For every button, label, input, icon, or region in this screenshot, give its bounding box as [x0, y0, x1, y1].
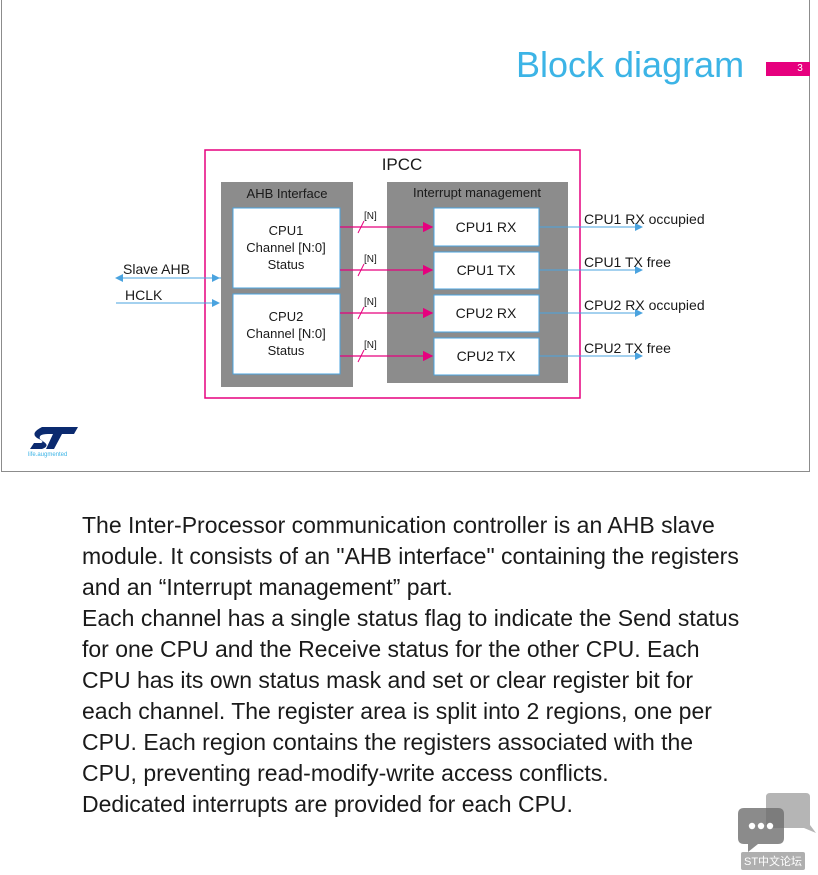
cpu1-rx-label: CPU1 RX: [456, 219, 517, 235]
forum-chat-icon: [738, 793, 816, 852]
bus-label-cpu2-tx: [N]: [364, 340, 377, 351]
bus-label-cpu1-tx: [N]: [364, 254, 377, 265]
description-paragraph-3: Dedicated interrupts are provided for ea…: [82, 791, 573, 817]
cpu1-tx-label: CPU1 TX: [457, 262, 517, 278]
output-cpu2-tx-free: CPU2 TX free: [584, 340, 671, 356]
cpu1-rx-box: [433, 207, 540, 247]
description-paragraph-1: The Inter-Processor communication contro…: [82, 512, 739, 600]
output-cpu1-rx-occupied: CPU1 RX occupied: [584, 211, 705, 227]
cpu2-tx-label: CPU2 TX: [457, 348, 517, 364]
bus-slash-cpu2-rx: [357, 306, 365, 320]
slide-title: Block diagram: [516, 44, 745, 85]
slide-frame: Block diagram 3 IPCC AHB Interface Inter…: [1, 0, 810, 472]
st-logo: [30, 427, 78, 449]
cpu2-status-line3: Status: [268, 343, 305, 358]
watermark-label: ST中文论坛: [741, 852, 806, 870]
ipcc-label: IPCC: [382, 155, 423, 174]
description-paragraph-2: Each channel has a single status flag to…: [82, 605, 740, 786]
ahb-interface-label: AHB Interface: [247, 186, 328, 201]
cpu2-rx-label: CPU2 RX: [456, 305, 517, 321]
cpu2-status-line2: Channel [N:0]: [246, 326, 326, 341]
cpu1-status-line1: CPU1: [269, 223, 304, 238]
output-cpu1-tx-free: CPU1 TX free: [584, 254, 671, 270]
output-cpu2-rx-occupied: CPU2 RX occupied: [584, 297, 705, 313]
ipcc-block-diagram: IPCC AHB Interface Interrupt management …: [115, 149, 705, 399]
cpu1-status-line2: Channel [N:0]: [246, 240, 326, 255]
input-hclk-label: HCLK: [125, 287, 163, 303]
cpu1-status-box: [232, 207, 341, 289]
bus-slash-cpu1-tx: [357, 263, 365, 277]
bus-label-cpu2-rx: [N]: [364, 297, 377, 308]
interrupt-management-label: Interrupt management: [413, 185, 541, 200]
bus-slash-cpu1-rx: [357, 220, 365, 234]
cpu2-status-box: [232, 293, 341, 375]
bus-label-cpu1-rx: [N]: [364, 211, 377, 222]
page-number: 3: [790, 62, 810, 76]
cpu2-tx-box: [433, 337, 540, 376]
page-number-badge: 3: [766, 62, 810, 76]
ipcc-module-box: [204, 149, 581, 399]
description-text: The Inter-Processor communication contro…: [82, 510, 742, 820]
input-slave-ahb-label: Slave AHB: [123, 261, 190, 277]
bus-slash-cpu2-tx: [357, 349, 365, 363]
logo-tagline: life.augmented: [28, 452, 68, 458]
cpu1-status-line3: Status: [268, 257, 305, 272]
cpu2-status-line1: CPU2: [269, 309, 304, 324]
